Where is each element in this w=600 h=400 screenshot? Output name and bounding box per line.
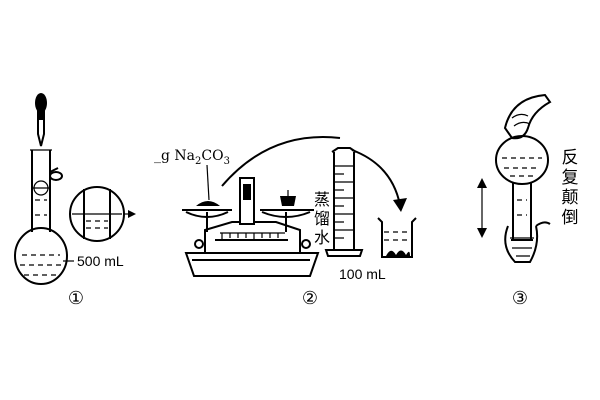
volumetric-flask-icon [14,149,68,285]
transfer-arrow-1 [221,136,341,187]
instruction-char: 倒 [562,208,579,228]
up-down-arrow-icon [477,178,487,238]
balance-icon [182,177,320,277]
hand-bottom-icon [504,221,551,263]
water-label-char: 蒸 [314,190,330,209]
panel-1-number: ① [68,288,84,309]
arrowhead [393,198,407,212]
dropper-icon [35,93,47,147]
hand-top-icon [503,93,552,140]
water-label-char: 水 [314,228,330,247]
instruction-char: 复 [562,168,579,188]
flask-volume-label: 500 mL [77,253,124,269]
inverted-flask-icon [495,135,549,241]
instruction-char: 颠 [562,188,579,208]
panel-1: 500 mL ① [14,93,136,309]
panel-2: _g Na2CO3 [154,136,417,309]
graduated-cylinder-icon [324,147,364,257]
beaker-icon [377,217,417,258]
panel-3-number: ③ [512,288,528,309]
reagent-label: _g Na2CO3 [154,148,230,167]
instruction-char: 反 [562,148,579,168]
meniscus-magnifier-icon [69,186,136,242]
water-label-char: 馏 [314,209,330,228]
panel-3: 反 复 颠 倒 ③ [477,93,579,309]
cylinder-volume-label: 100 mL [339,266,386,282]
invert-instruction: 反 复 颠 倒 [562,148,579,228]
transfer-arrow-2 [351,149,401,206]
reagent-leader-line [206,164,210,201]
water-label: 蒸 馏 水 [314,190,330,247]
panel-2-number: ② [302,288,318,309]
